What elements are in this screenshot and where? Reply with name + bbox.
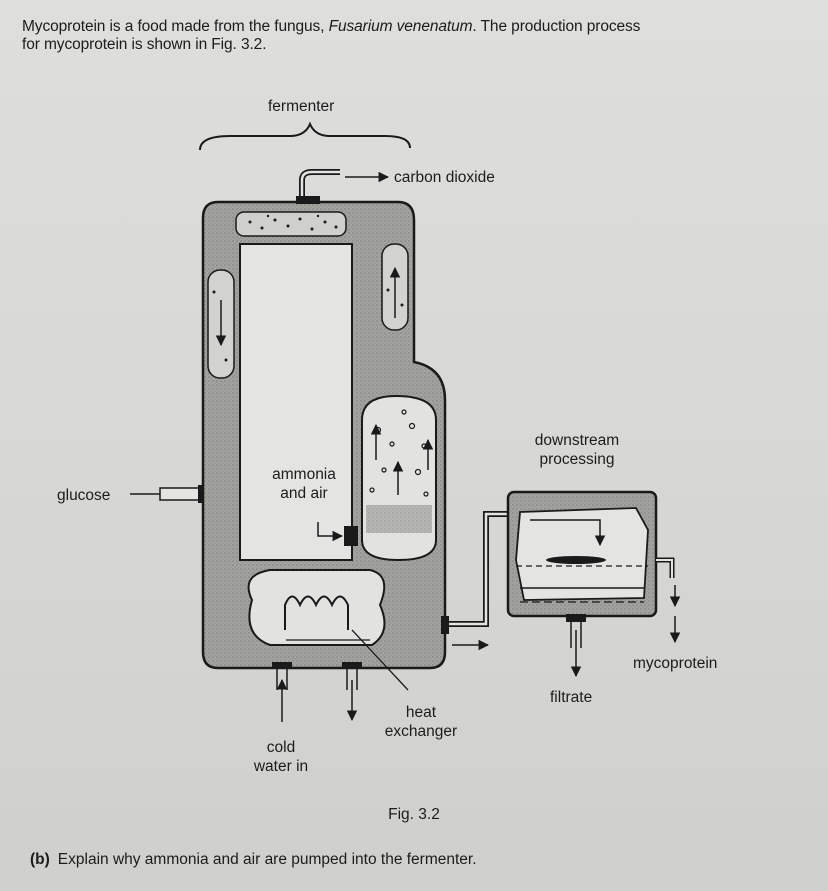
top-bubbles	[248, 214, 338, 231]
label-cold-water: cold water in	[236, 738, 326, 776]
inner-chamber	[239, 243, 353, 561]
riser-chamber	[361, 394, 437, 562]
label-ammonia-line2: and air	[280, 485, 328, 502]
label-glucose: glucose	[57, 487, 111, 504]
mycoprotein-pipe	[656, 557, 675, 578]
label-heat-exchanger: heat exchanger	[366, 703, 476, 741]
question-text: Explain why ammonia and air are pumped i…	[57, 851, 477, 868]
transfer-pipe	[445, 511, 508, 627]
label-downstream-line1: downstream	[534, 432, 620, 449]
top-chamber	[235, 211, 347, 237]
downstream-inner	[515, 507, 649, 601]
fermenter-brace	[199, 121, 411, 151]
label-carbon-dioxide: carbon dioxide	[394, 169, 495, 186]
label-downstream-line2: processing	[539, 451, 615, 468]
intro-line2: for mycoprotein is shown in Fig. 3.2.	[22, 36, 267, 53]
figure-caption: Fig. 3.2	[388, 806, 440, 823]
label-cold-line2: water in	[253, 758, 309, 775]
label-heat-line2: exchanger	[384, 723, 458, 740]
label-heat-line1: heat	[405, 704, 437, 721]
heat-exchanger-chamber	[247, 569, 386, 646]
fungal-mat	[546, 556, 606, 564]
label-downstream-processing: downstream processing	[512, 431, 642, 469]
label-ammonia-line1: ammonia	[272, 466, 336, 483]
label-fermenter: fermenter	[268, 98, 335, 115]
label-mycoprotein: mycoprotein	[633, 655, 718, 672]
question-number: (b)	[30, 851, 50, 868]
ammonia-air-arrow	[317, 522, 344, 542]
label-filtrate: filtrate	[550, 689, 593, 706]
species-name: Fusarium venenatum	[328, 18, 473, 35]
question-b: (b) Explain why ammonia and air are pumpe…	[30, 851, 477, 869]
label-ammonia-air: ammonia and air	[254, 465, 354, 503]
intro-line1-prefix: Mycoprotein is a food made from the fung…	[22, 18, 329, 35]
label-cold-line1: cold	[266, 739, 296, 756]
intro-line1-suffix: . The production process	[472, 18, 641, 35]
heat-exchanger-coil	[284, 595, 349, 630]
intro-paragraph: Mycoprotein is a food made from the fung…	[22, 18, 812, 54]
glucose-pipe	[159, 487, 201, 501]
